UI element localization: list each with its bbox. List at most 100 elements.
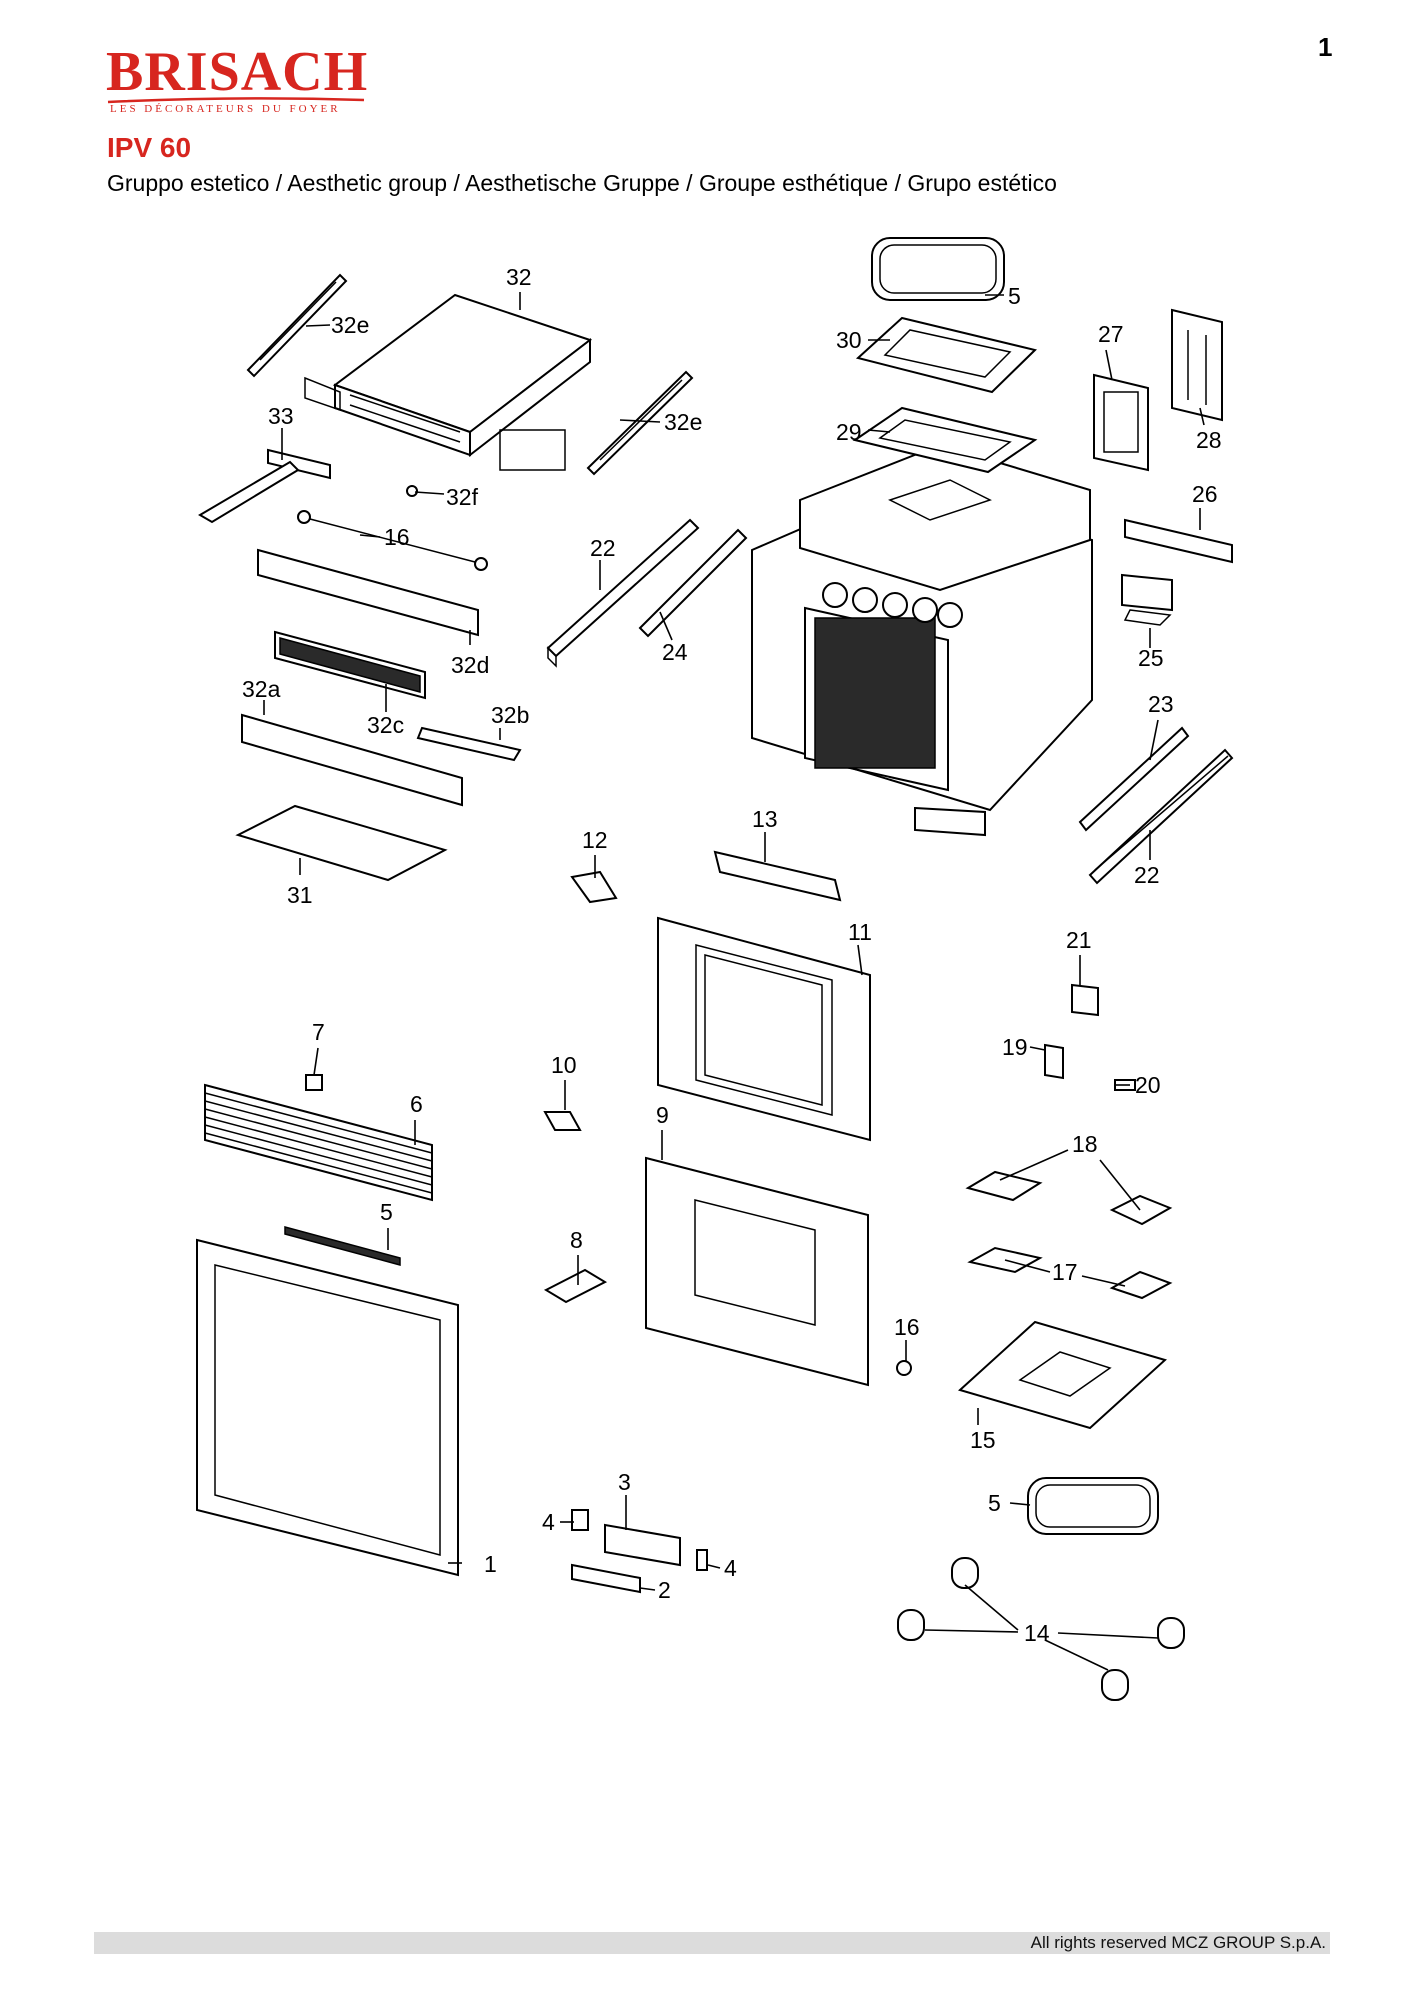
callout-5: 5	[988, 1490, 1001, 1516]
callout-22: 22	[590, 535, 616, 561]
footer-bar	[94, 1932, 1330, 1954]
brisach-logo: BRISACH LES DÉCORATEURS DU FOYER	[106, 40, 369, 120]
model-title: IPV 60	[107, 132, 192, 163]
part-bracket-33	[198, 448, 331, 524]
callout-12: 12	[582, 827, 608, 853]
callout-26: 26	[1192, 481, 1218, 507]
logo-wordmark: BRISACH	[106, 41, 369, 103]
part-grille-6	[204, 1083, 433, 1202]
callout-8: 8	[570, 1227, 583, 1253]
callout-16: 16	[384, 524, 410, 550]
part-plate-32d	[257, 548, 479, 637]
part-tray-15	[958, 1320, 1167, 1430]
callout-31: 31	[287, 882, 313, 908]
callout-17: 17	[1052, 1259, 1078, 1285]
part-sheet-31	[235, 804, 448, 882]
callout-32a: 32a	[242, 676, 281, 702]
callout-23: 23	[1148, 691, 1174, 717]
part-stove-body	[751, 443, 1093, 837]
callout-9: 9	[656, 1102, 669, 1128]
part-plate-32b	[416, 726, 522, 762]
part-gasket-32c	[274, 630, 426, 700]
callout-3: 3	[618, 1469, 631, 1495]
part-fan-25	[1121, 573, 1173, 626]
callout-24: 24	[662, 639, 688, 665]
callout-32d: 32d	[451, 652, 489, 678]
callout-32f: 32f	[446, 484, 479, 510]
part-clip-4-right	[696, 1549, 708, 1571]
page-number: 1	[1318, 32, 1333, 62]
part-frame-32a	[241, 713, 463, 807]
part-gasket-5-bottom	[1027, 1477, 1159, 1535]
part-flange-30	[855, 316, 1037, 394]
callout-14: 14	[1024, 1620, 1050, 1646]
part-plates-18	[965, 1170, 1173, 1226]
part-door-frame-11	[657, 916, 871, 1142]
callout-32b: 32b	[491, 702, 529, 728]
part-clip-21	[1071, 983, 1099, 1017]
part-rail-24	[638, 528, 748, 638]
callout-32e: 32e	[331, 312, 369, 338]
callout-16: 16	[894, 1314, 920, 1340]
part-knob-16	[896, 1360, 912, 1376]
part-rail-32e-right	[586, 370, 694, 476]
part-handle-2	[571, 1563, 641, 1594]
callout-labels: 32 32e 32e 33 32f 16 32d 32a 32c 32b 31 …	[242, 264, 1222, 1646]
callout-15: 15	[970, 1427, 996, 1453]
part-hinge-8	[543, 1268, 608, 1304]
callout-29: 29	[836, 419, 862, 445]
part-rail-22-right	[1088, 748, 1234, 885]
callout-28: 28	[1196, 427, 1222, 453]
callout-33: 33	[268, 403, 294, 429]
callout-19: 19	[1002, 1034, 1028, 1060]
part-front-frame-1	[196, 1238, 459, 1577]
callout-1: 1	[484, 1551, 497, 1577]
callout-32: 32	[506, 264, 532, 290]
callout-7: 7	[312, 1019, 325, 1045]
callout-20: 20	[1135, 1072, 1161, 1098]
callout-2: 2	[658, 1577, 671, 1603]
part-plate-27	[1093, 373, 1149, 472]
part-gasket-5-top	[871, 237, 1005, 301]
callout-21: 21	[1066, 927, 1092, 953]
part-door-9	[645, 1156, 869, 1387]
callout-4: 4	[542, 1509, 555, 1535]
part-plate-28	[1171, 308, 1223, 422]
part-bracket-13	[713, 850, 842, 902]
part-clip-4-left	[571, 1509, 589, 1531]
part-bracket-19	[1044, 1043, 1064, 1080]
callout-22: 22	[1134, 862, 1160, 888]
part-rod-16	[297, 510, 488, 571]
callout-5: 5	[380, 1199, 393, 1225]
callout-30: 30	[836, 327, 862, 353]
callout-18: 18	[1072, 1131, 1098, 1157]
part-handle-bracket-3	[604, 1523, 681, 1567]
part-rail-23	[1078, 726, 1190, 832]
part-gasket-5-strip	[284, 1226, 401, 1266]
part-bracket-10	[543, 1111, 582, 1131]
part-rail-22-left	[546, 518, 700, 668]
callout-5: 5	[1008, 283, 1021, 309]
callout-4: 4	[724, 1555, 737, 1581]
part-rail-32e-left	[246, 273, 348, 378]
leader-lines	[263, 292, 1205, 1671]
logo-swoosh-icon	[107, 97, 365, 104]
group-subtitle: Gruppo estetico / Aesthetic group / Aest…	[107, 170, 1057, 196]
logo-tagline: LES DÉCORATEURS DU FOYER	[110, 103, 341, 115]
callout-6: 6	[410, 1091, 423, 1117]
part-gasket-29	[852, 406, 1038, 474]
part-feet-14	[897, 1557, 1185, 1701]
callout-32e: 32e	[664, 409, 702, 435]
part-screw-32f	[406, 485, 418, 497]
part-clip-7	[305, 1074, 323, 1091]
footer-copyright: All rights reserved MCZ GROUP S.p.A.	[1030, 1933, 1326, 1952]
callout-25: 25	[1138, 645, 1164, 671]
callout-13: 13	[752, 806, 778, 832]
part-bracket-12	[570, 870, 618, 904]
callout-11: 11	[848, 919, 872, 945]
callout-32c: 32c	[367, 712, 404, 738]
part-bracket-26	[1124, 518, 1233, 564]
callout-10: 10	[551, 1052, 577, 1078]
callout-27: 27	[1098, 321, 1124, 347]
